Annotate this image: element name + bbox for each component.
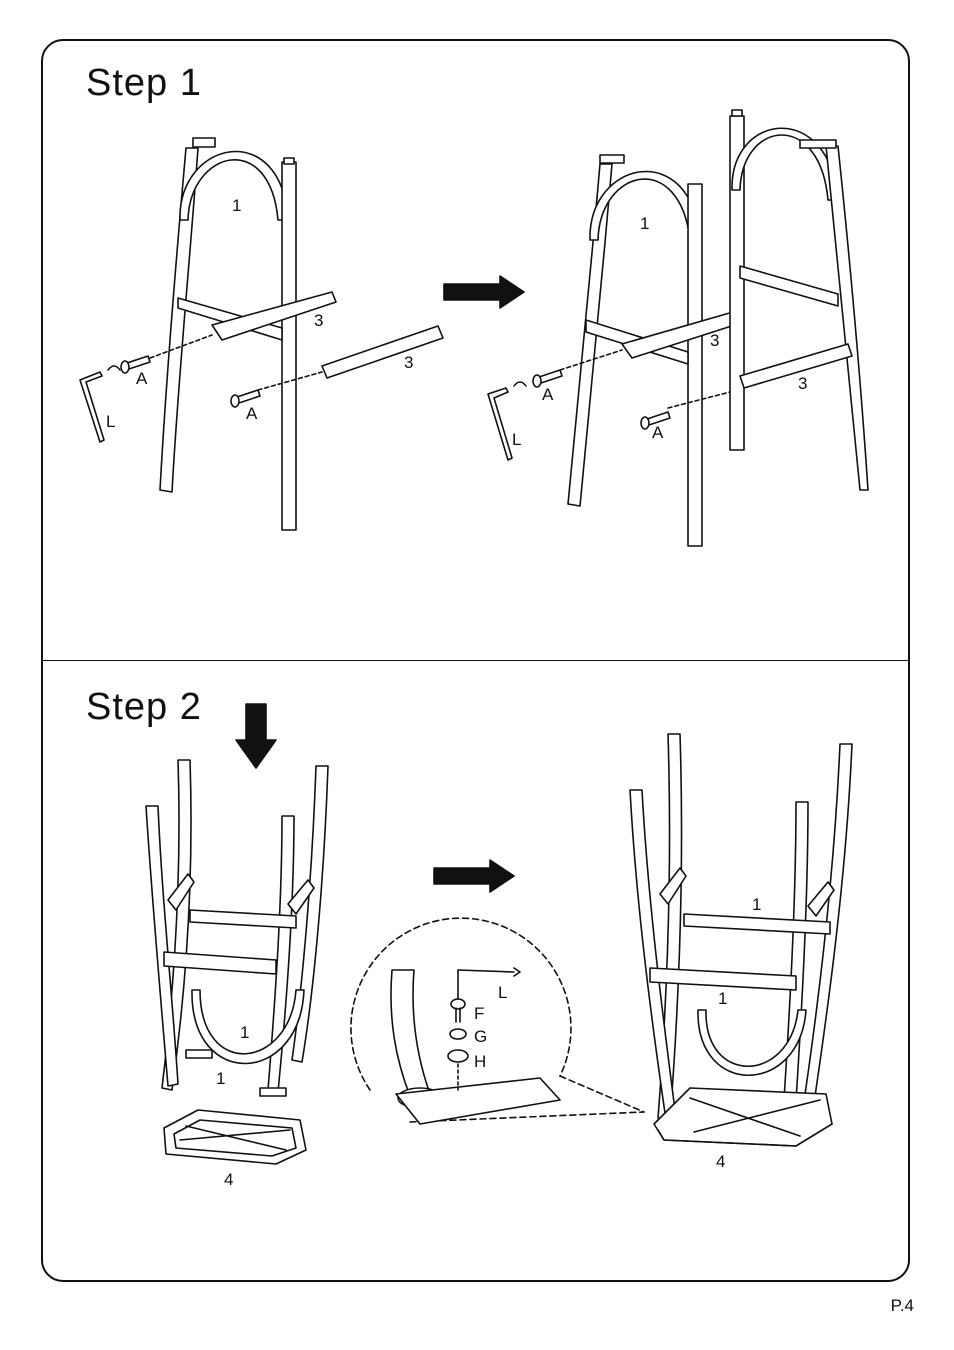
detail-washer-h-label: H xyxy=(474,1052,486,1071)
step1-result-part-1-label: 1 xyxy=(640,214,649,233)
page-number: P.4 xyxy=(891,1296,914,1316)
detail-wrench-label: L xyxy=(498,983,507,1002)
detail-washer-g-label: G xyxy=(474,1027,487,1046)
step2-assembled-diagram xyxy=(630,734,852,1146)
detail-screw-f-label: F xyxy=(474,1004,484,1023)
step1-result-wrench-label: L xyxy=(512,430,521,449)
step1-bolt-a2-label: A xyxy=(246,404,258,423)
step1-result-bolt-a2-label: A xyxy=(652,423,664,442)
step1-exploded-diagram xyxy=(80,138,443,530)
step2-result-part-4-label: 4 xyxy=(716,1152,725,1171)
step2-part-1a-label: 1 xyxy=(240,1023,249,1042)
step1-assembled-diagram xyxy=(488,110,868,546)
step2-part-1b-label: 1 xyxy=(216,1069,225,1088)
right-arrow-step1 xyxy=(444,276,524,308)
step1-bolt-a1-label: A xyxy=(136,369,148,388)
step2-part-4-label: 4 xyxy=(224,1170,233,1189)
step1-result-bolt-a1-label: A xyxy=(542,385,554,404)
hardware-detail-circle xyxy=(351,918,644,1124)
step1-part-1-label: 1 xyxy=(232,196,241,215)
step1-part-3b-label: 3 xyxy=(404,353,413,372)
step1-result-part-3a-label: 3 xyxy=(710,331,719,350)
step2-exploded-diagram xyxy=(146,760,328,1164)
down-arrow xyxy=(236,704,276,768)
step2-result-part-1b-label: 1 xyxy=(718,989,727,1008)
step2-result-part-1a-label: 1 xyxy=(752,895,761,914)
step1-wrench-label: L xyxy=(106,412,115,431)
step1-result-part-3b-label: 3 xyxy=(798,374,807,393)
step1-part-3a-label: 3 xyxy=(314,311,323,330)
right-arrow-step2 xyxy=(434,860,514,892)
